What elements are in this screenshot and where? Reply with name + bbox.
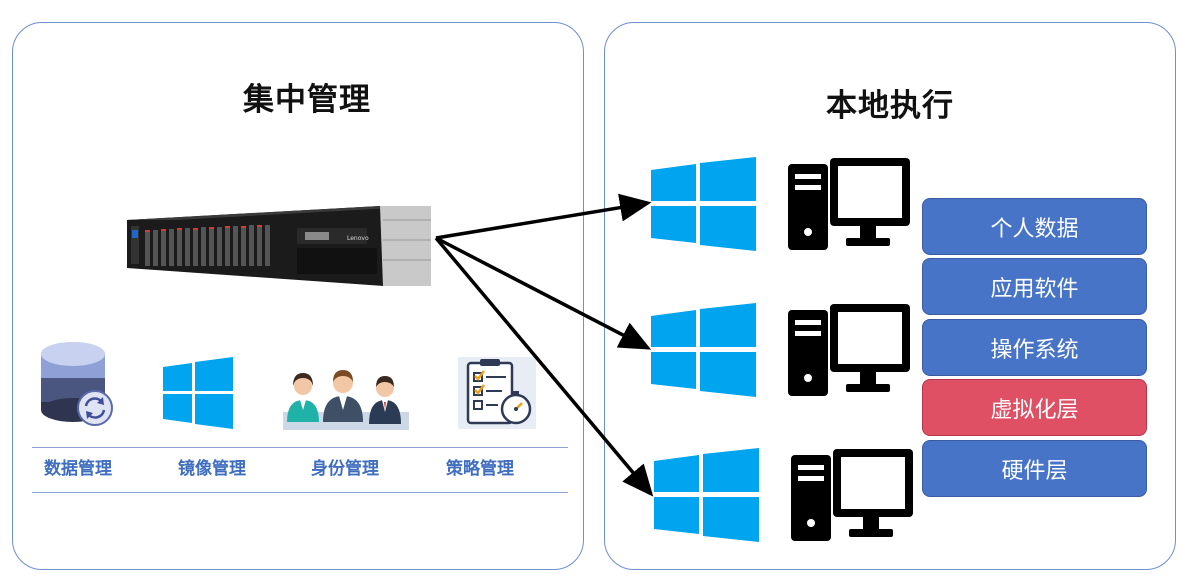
policy-checklist-icon	[458, 357, 536, 429]
desktop-computer-icon	[788, 158, 910, 250]
modules-top-divider	[32, 447, 568, 448]
arrow-to-client-3	[434, 236, 654, 497]
windows-logo-icon	[651, 303, 756, 397]
image-management-label: 镜像管理	[178, 459, 246, 479]
desktop-computer-icon	[791, 449, 913, 541]
server-brand-label: Lenovo	[347, 235, 369, 242]
windows-logo-icon	[163, 357, 233, 429]
windows-logo-icon	[654, 448, 759, 542]
identity-management-label: 身份管理	[311, 459, 379, 479]
layer-operating-system: 操作系统	[922, 319, 1147, 376]
rack-server-icon: Lenovo	[127, 206, 431, 286]
database-sync-icon	[41, 342, 113, 426]
layer-personal-data: 个人数据	[922, 198, 1147, 255]
central-management-title: 集中管理	[243, 82, 371, 118]
users-group-icon	[283, 370, 409, 430]
arrow-to-client-1	[435, 193, 652, 240]
desktop-computer-icon	[788, 304, 910, 396]
data-management-label: 数据管理	[44, 459, 112, 479]
modules-bottom-divider	[32, 492, 568, 493]
layer-virtualization: 虚拟化层	[922, 379, 1147, 436]
local-execution-title: 本地执行	[826, 88, 954, 124]
layer-hardware: 硬件层	[922, 440, 1147, 497]
windows-logo-icon	[651, 157, 756, 251]
policy-management-label: 策略管理	[446, 459, 514, 479]
central-management-panel	[12, 22, 584, 570]
arrow-to-client-2	[435, 236, 652, 350]
layer-applications: 应用软件	[922, 258, 1147, 315]
